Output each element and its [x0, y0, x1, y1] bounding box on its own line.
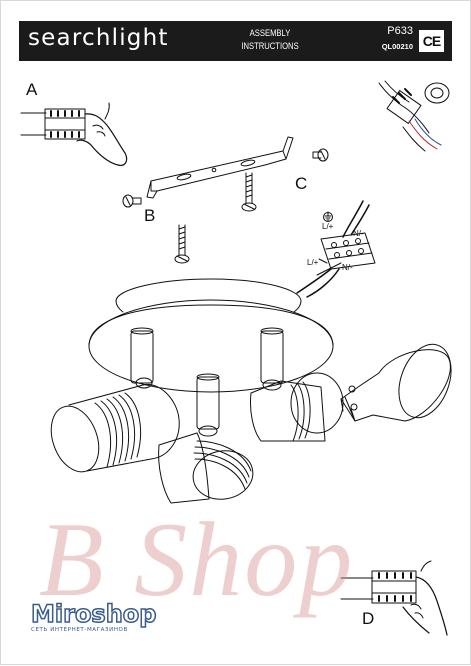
ce-mark: CE [419, 30, 444, 52]
screw-b [122, 194, 142, 208]
ceiling-plate [88, 278, 334, 393]
document-code: QL00210 [381, 42, 413, 51]
bracket-screw [241, 172, 257, 212]
header-bar: searchlight ASSEMBLY INSTRUCTIONS P633 Q… [19, 21, 452, 61]
terminal-label-upper-neutral: N/- [353, 229, 364, 238]
watermark-bshop: B Shop [39, 501, 355, 618]
doc-type-line-1: ASSEMBLY [249, 28, 291, 38]
document-type: ASSEMBLY INSTRUCTIONS [232, 27, 309, 53]
long-screw [174, 224, 190, 264]
earth-connector-detail [378, 80, 450, 152]
terminal-label-lower-live: L/+ [307, 258, 319, 267]
step-label-a: A [26, 80, 38, 99]
watermark-logo-subtitle: СЕТЬ ИНТЕРНЕТ-МАГАЗИНОВ [31, 627, 128, 633]
spot-arms [130, 327, 284, 430]
doc-type-line-2: INSTRUCTIONS [241, 41, 299, 51]
terminal-label-lower-neutral: N/- [342, 263, 353, 272]
watermark-logo-text: Miroshop [30, 600, 157, 628]
brand-logo: searchlight [28, 25, 169, 51]
gu10-bulb [340, 343, 452, 422]
mounting-bracket [146, 136, 294, 199]
step-label-d: D [362, 609, 375, 628]
step-label-c: C [295, 174, 308, 193]
terminal-block-step-a [20, 102, 128, 166]
spotlight-right [250, 372, 344, 442]
spotlight-centre [158, 425, 254, 504]
terminal-label-upper-live: L/+ [322, 222, 334, 231]
screw-c [312, 148, 329, 162]
watermark-logo: Miroshop СЕТЬ ИНТЕРНЕТ-МАГАЗИНОВ [30, 600, 161, 633]
model-number: P633 [387, 25, 413, 37]
step-label-b: B [144, 206, 156, 225]
wiring-terminal-block [296, 200, 376, 298]
terminal-block-step-d [340, 560, 448, 636]
spotlight-left [50, 377, 180, 473]
